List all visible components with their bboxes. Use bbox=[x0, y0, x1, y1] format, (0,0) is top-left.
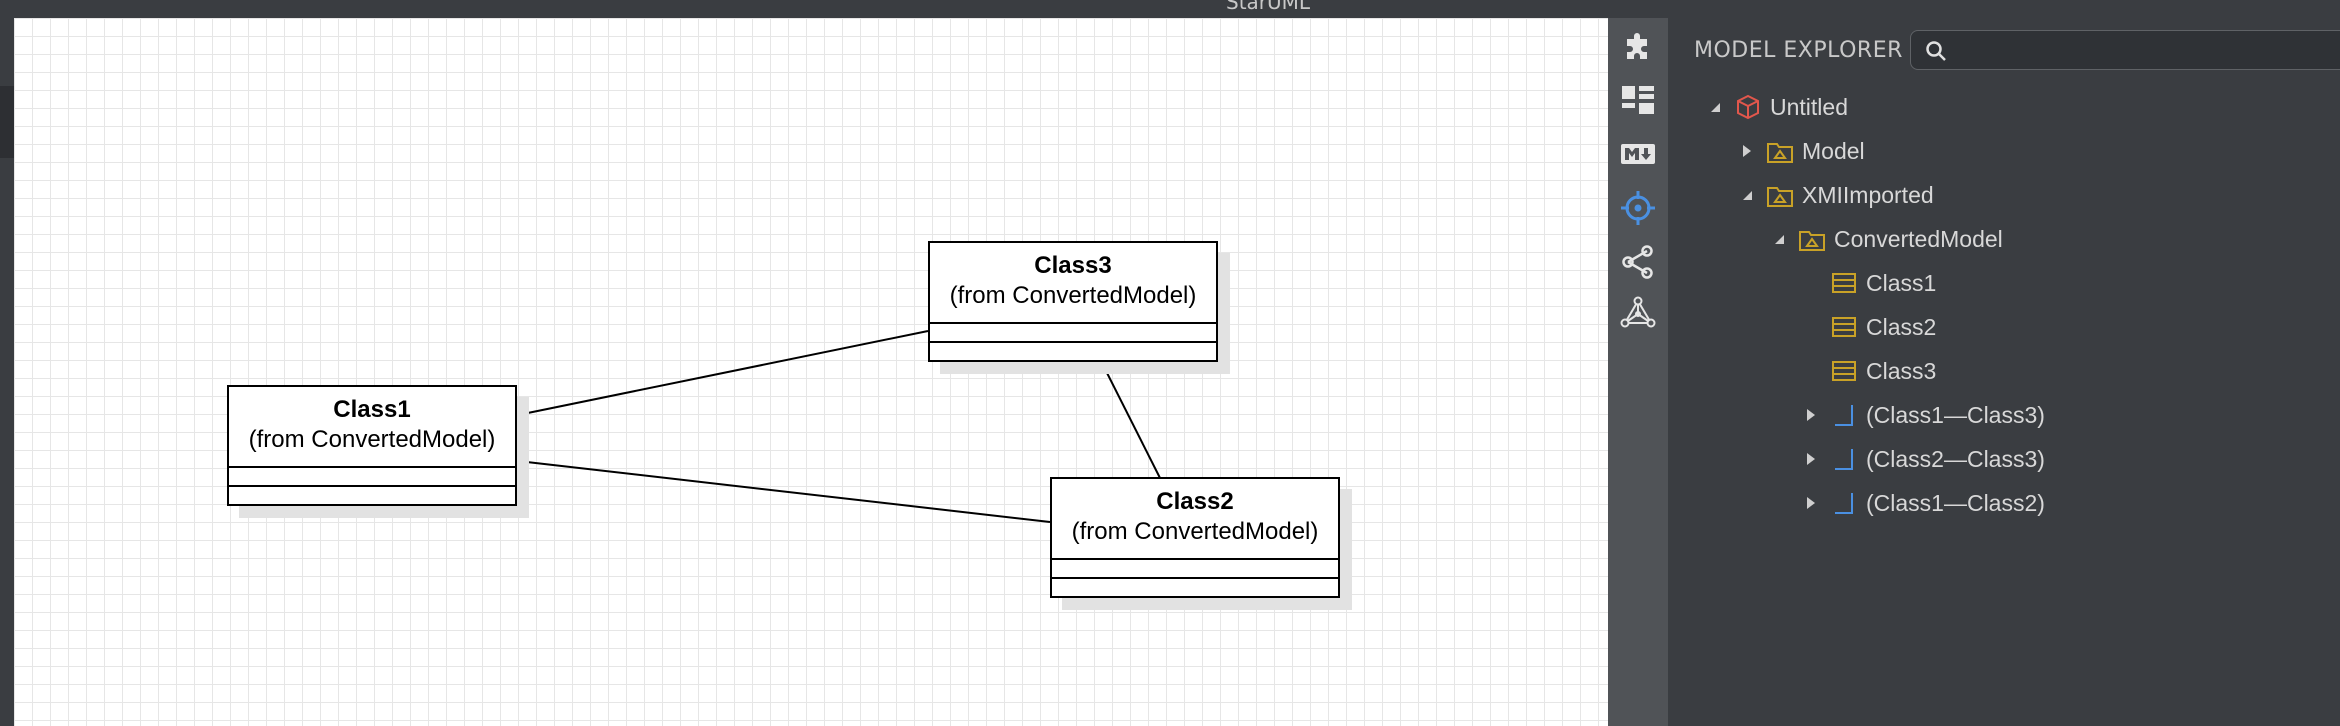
right-toolbar bbox=[1608, 18, 1668, 726]
association-lines bbox=[517, 330, 1161, 523]
class-name: Class2 bbox=[1156, 488, 1234, 515]
explorer-title: MODEL EXPLORER bbox=[1694, 38, 1903, 63]
class-box: Class3 (from ConvertedModel) bbox=[928, 241, 1218, 362]
tree-item-untitled[interactable]: Untitled bbox=[1708, 87, 1848, 127]
caret-collapsed-icon[interactable] bbox=[1804, 452, 1818, 466]
search-icon bbox=[1926, 41, 1946, 61]
caret-expanded-icon[interactable] bbox=[1708, 100, 1722, 114]
attributes-compartment bbox=[930, 322, 1216, 324]
attributes-compartment bbox=[1052, 558, 1338, 560]
tree-item-label: Model bbox=[1802, 137, 1865, 164]
uml-class-class2[interactable]: Class2 (from ConvertedModel) bbox=[1050, 477, 1352, 610]
uml-class-class3[interactable]: Class3 (from ConvertedModel) bbox=[928, 241, 1230, 374]
package-icon bbox=[1767, 187, 1793, 207]
left-edge-panel bbox=[0, 18, 14, 726]
class-icon bbox=[1832, 273, 1856, 293]
caret-collapsed-icon[interactable] bbox=[1804, 408, 1818, 422]
caret-expanded-icon[interactable] bbox=[1772, 232, 1786, 246]
markdown-icon bbox=[1621, 144, 1655, 164]
association-class1-class3[interactable] bbox=[517, 330, 929, 416]
explorer-search[interactable] bbox=[1910, 30, 2340, 70]
caret-placeholder bbox=[1804, 276, 1818, 290]
extensions-button[interactable] bbox=[1620, 28, 1656, 64]
tree-item-association-class1-class2[interactable]: (Class1—Class2) bbox=[1804, 483, 2045, 523]
caret-collapsed-icon[interactable] bbox=[1804, 496, 1818, 510]
class-name: Class3 bbox=[1034, 252, 1112, 279]
association-icon bbox=[1835, 405, 1853, 426]
share-button[interactable] bbox=[1620, 244, 1656, 280]
tree-item-label: (Class2—Class3) bbox=[1866, 445, 2045, 472]
markdown-button[interactable] bbox=[1620, 136, 1656, 172]
tree-item-class2[interactable]: Class2 bbox=[1804, 307, 1936, 347]
association-icon bbox=[1835, 449, 1853, 470]
caret-placeholder bbox=[1804, 364, 1818, 378]
left-edge-marker bbox=[0, 86, 14, 158]
crosshair-icon bbox=[1621, 191, 1655, 225]
class-icon bbox=[1832, 317, 1856, 337]
tree-item-label: (Class1—Class3) bbox=[1866, 401, 2045, 428]
tree-item-label: Class2 bbox=[1866, 313, 1937, 340]
tree-item-label: Class1 bbox=[1866, 269, 1937, 296]
class-box: Class2 (from ConvertedModel) bbox=[1050, 477, 1340, 598]
class-box: Class1 (from ConvertedModel) bbox=[227, 385, 517, 506]
tree-item-label: XMIImported bbox=[1802, 181, 1934, 208]
layout-icon bbox=[1622, 86, 1654, 114]
association-class2-class3[interactable] bbox=[1101, 362, 1161, 479]
tree-item-class3[interactable]: Class3 bbox=[1804, 351, 1936, 391]
navigator-button[interactable] bbox=[1620, 190, 1656, 226]
tree-item-label: Untitled bbox=[1770, 93, 1848, 120]
tree-item-convertedmodel[interactable]: ConvertedModel bbox=[1772, 219, 2003, 259]
class-name: Class1 bbox=[333, 396, 411, 423]
graph-icon bbox=[1620, 296, 1656, 328]
tree-item-class1[interactable]: Class1 bbox=[1804, 263, 1936, 303]
tree-item-label: ConvertedModel bbox=[1834, 225, 2003, 252]
share-icon bbox=[1622, 245, 1653, 279]
tree-item-label: Class3 bbox=[1866, 357, 1937, 384]
class-stereotype: (from ConvertedModel) bbox=[248, 426, 496, 453]
operations-compartment bbox=[1052, 577, 1338, 579]
operations-compartment bbox=[229, 485, 515, 487]
caret-collapsed-icon[interactable] bbox=[1740, 144, 1754, 158]
layout-button[interactable] bbox=[1620, 82, 1656, 118]
tree-item-model[interactable]: Model bbox=[1740, 131, 1865, 171]
model-explorer: MODEL EXPLORER Untitled Model XMIImport bbox=[1668, 18, 2340, 726]
class-icon bbox=[1832, 361, 1856, 381]
search-input[interactable] bbox=[1957, 35, 2340, 67]
association-icon bbox=[1835, 493, 1853, 514]
package-icon bbox=[1767, 143, 1793, 163]
tree-item-xmiimported[interactable]: XMIImported bbox=[1740, 175, 1934, 215]
tree-item-label: (Class1—Class2) bbox=[1866, 489, 2045, 516]
operations-compartment bbox=[930, 341, 1216, 343]
tree-item-association-class2-class3[interactable]: (Class2—Class3) bbox=[1804, 439, 2045, 479]
caret-placeholder bbox=[1804, 320, 1818, 334]
window-title: StarUML bbox=[1226, 0, 1311, 14]
association-class1-class2[interactable] bbox=[517, 460, 1051, 523]
graph-button[interactable] bbox=[1620, 296, 1656, 332]
uml-class-class1[interactable]: Class1 (from ConvertedModel) bbox=[227, 385, 529, 518]
title-bar: StarUML bbox=[0, 0, 2340, 18]
package-icon bbox=[1799, 231, 1825, 251]
project-icon bbox=[1737, 94, 1759, 120]
caret-expanded-icon[interactable] bbox=[1740, 188, 1754, 202]
tree-item-association-class1-class3[interactable]: (Class1—Class3) bbox=[1804, 395, 2045, 435]
diagram-canvas[interactable]: Class1 (from ConvertedModel) Class3 (fro… bbox=[14, 18, 1608, 726]
class-stereotype: (from ConvertedModel) bbox=[949, 282, 1197, 309]
puzzle-icon bbox=[1627, 33, 1647, 59]
class-stereotype: (from ConvertedModel) bbox=[1071, 518, 1319, 545]
attributes-compartment bbox=[229, 466, 515, 468]
